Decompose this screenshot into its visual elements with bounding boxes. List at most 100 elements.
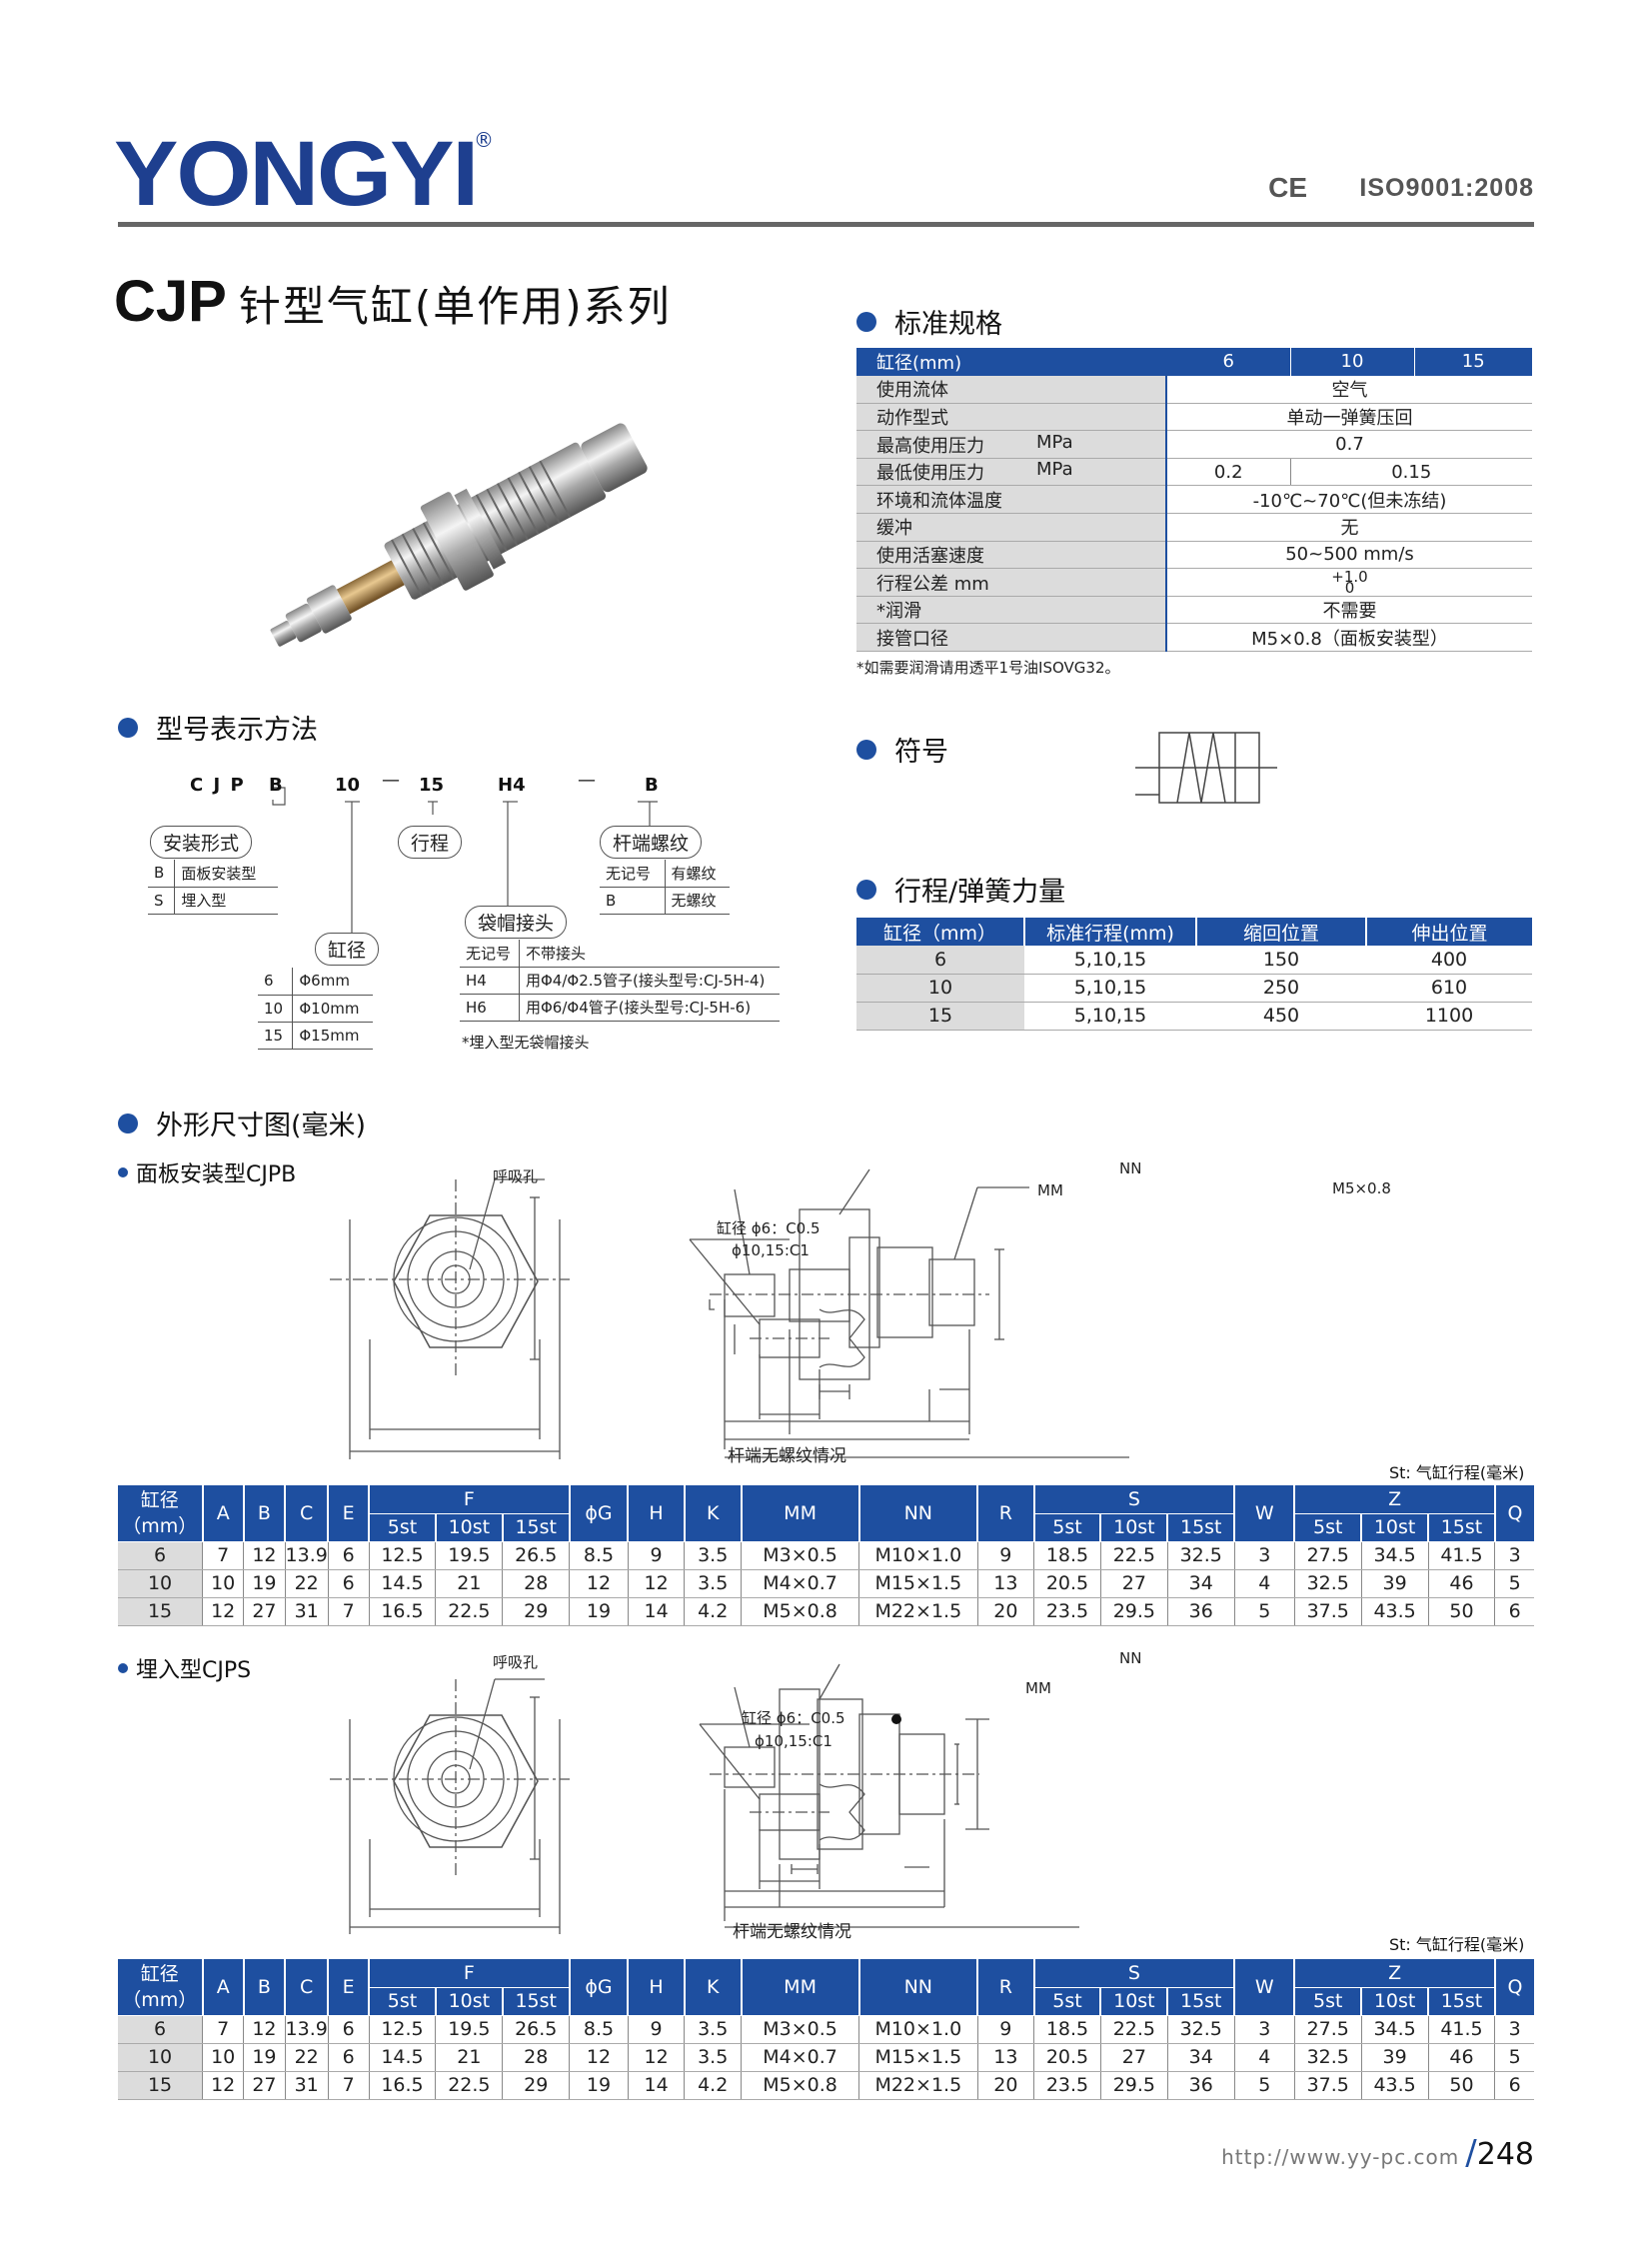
footer-url[interactable]: http://www.yy-pc.com — [1221, 2145, 1460, 2169]
dim-cell: M4×0.7 — [741, 2043, 860, 2072]
subsection-panel: 面板安装型CJPB — [118, 1156, 296, 1188]
dim-bore-cell: 15 — [118, 2071, 204, 2100]
dim-cell: 16.5 — [369, 2071, 437, 2100]
bore-label: 缸径 — [315, 933, 380, 966]
dim-cell: 7 — [202, 1541, 245, 1570]
chamfer-label-1: 缸径 ϕ6：C0.5 — [717, 1219, 821, 1237]
dim-cell: 19 — [243, 2043, 286, 2072]
mount-type-label: 安装形式 — [150, 826, 253, 859]
dim-cell: 16.5 — [369, 1597, 437, 1626]
dim-cell: 12 — [569, 1569, 629, 1598]
dim-cell: 13 — [977, 1569, 1035, 1598]
dim-cell: 41.5 — [1428, 2015, 1496, 2044]
dim-cell: 3 — [1494, 1541, 1534, 1570]
page-footer: http://www.yy-pc.com/248 — [1221, 2133, 1534, 2173]
dim-cell: 12 — [243, 1541, 286, 1570]
dim-cell: M5×0.8 — [741, 2071, 860, 2100]
dim-cell: 7 — [328, 1597, 370, 1626]
dim-cell: 7 — [202, 2015, 245, 2044]
dim-cell: 12.5 — [369, 1541, 437, 1570]
dim-cell: 13 — [977, 2043, 1035, 2072]
breath-hole-label-2: 呼吸孔 — [493, 1653, 539, 1671]
dim-cell: 9 — [977, 1541, 1035, 1570]
spec-header-row: 缸径(mm) 6 10 15 — [856, 348, 1532, 376]
dim-header-row: 缸径（mm） A B C E F ϕG H K MM NN R S W Z Q — [118, 1959, 1534, 2016]
dim-cell: 32.5 — [1167, 1541, 1235, 1570]
dim-table-embedded: 缸径（mm） A B C E F ϕG H K MM NN R S W Z Q … — [118, 1959, 1534, 2100]
dim-cell: 29.5 — [1100, 1597, 1168, 1626]
brand-logo: YONGYI — [114, 123, 479, 225]
dim-cell: 6 — [328, 2043, 370, 2072]
dim-bore-cell: 10 — [118, 1569, 204, 1598]
dim-cell: 19 — [569, 2071, 629, 2100]
dim-table-panel: 缸径（mm） A B C E F ϕG H K MM NN R S W Z Q … — [118, 1485, 1534, 1626]
dim-cell: 10 — [202, 2043, 245, 2072]
mm-label-2: MM — [1025, 1679, 1051, 1697]
model-code-mount: B — [269, 775, 283, 796]
dim-cell: 26.5 — [502, 1541, 571, 1570]
dim-cell: 27 — [243, 1597, 286, 1626]
stroke-label: 行程 — [398, 826, 463, 859]
dim-cell: 43.5 — [1361, 2071, 1429, 2100]
dim-cell: 28 — [502, 1569, 571, 1598]
spec-row: 环境和流体温度-10℃~70℃(但未冻结) — [856, 485, 1532, 515]
dim-cell: 20 — [977, 1597, 1035, 1626]
model-code-cjp: C J P — [190, 775, 246, 796]
dim-cell: M5×0.8 — [741, 1597, 860, 1626]
dim-cell: 32.5 — [1294, 2043, 1362, 2072]
dim-cell: 6 — [1494, 2071, 1534, 2100]
chamfer-label-4: ϕ10,15:C1 — [755, 1732, 832, 1750]
dim-cell: 27.5 — [1294, 2015, 1362, 2044]
dim-cell: 50 — [1428, 1597, 1496, 1626]
dim-cell: 34.5 — [1361, 2015, 1429, 2044]
dim-cell: 12 — [628, 2043, 686, 2072]
pneumatic-symbol — [1135, 732, 1277, 804]
spec-row: *润滑不需要 — [856, 596, 1532, 625]
dim-cell: 12 — [569, 2043, 629, 2072]
dim-bore-cell: 6 — [118, 1541, 204, 1570]
rod-caption: 杆端无螺纹情况 — [728, 1446, 846, 1466]
dim-cell: 39 — [1361, 2043, 1429, 2072]
dim-cell: 28 — [502, 2043, 571, 2072]
bullet-icon — [118, 1167, 128, 1177]
dim-cell: 34.5 — [1361, 1541, 1429, 1570]
dim-cell: 3.5 — [684, 2043, 743, 2072]
product-photo — [270, 423, 648, 647]
dim-cell: M22×1.5 — [858, 2071, 978, 2100]
dim-cell: 5 — [1494, 1569, 1534, 1598]
spec-row: 动作型式单动一弹簧压回 — [856, 403, 1532, 432]
dim-cell: 8.5 — [569, 2015, 629, 2044]
dim-cell: 3.5 — [684, 2015, 743, 2044]
dim-cell: 22.5 — [435, 2071, 504, 2100]
dim-cell: 34 — [1167, 1569, 1235, 1598]
dim-cell: 27.5 — [1294, 1541, 1362, 1570]
dim-bore-cell: 10 — [118, 2043, 204, 2072]
model-code-dash: — — [382, 770, 400, 791]
title-name: 针型气缸(单作用)系列 — [238, 282, 672, 331]
dim-cell: 4.2 — [684, 2071, 743, 2100]
dim-cell: 19 — [243, 1569, 286, 1598]
model-code-stroke: 15 — [419, 775, 445, 796]
dim-cell: 5 — [1234, 2071, 1295, 2100]
dim-cell: 19.5 — [435, 2015, 504, 2044]
spec-row: 使用流体空气 — [856, 375, 1532, 404]
dim-cell: 22.5 — [1100, 2015, 1168, 2044]
rod-caption-2: 杆端无螺纹情况 — [733, 1922, 851, 1942]
bullet-icon — [118, 717, 138, 738]
dim-cell: 20 — [977, 2071, 1035, 2100]
dim-cell: 18.5 — [1033, 2015, 1101, 2044]
dim-cell: 31 — [285, 2071, 329, 2100]
dim-cell: 13.9 — [285, 1541, 329, 1570]
